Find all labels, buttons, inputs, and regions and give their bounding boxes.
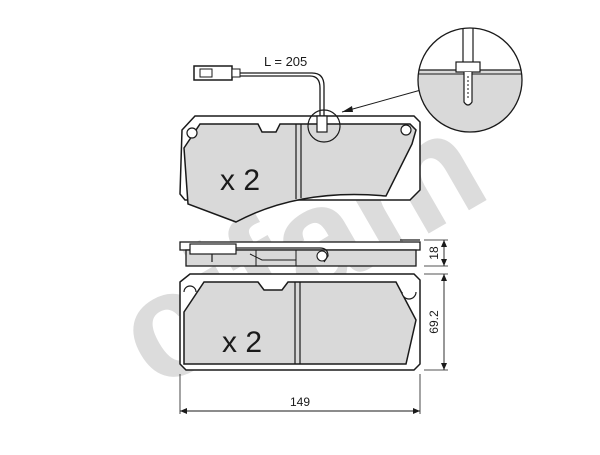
sensor-head	[316, 115, 328, 133]
sensor-connector-collar	[231, 68, 241, 78]
detail-leader-line	[341, 87, 429, 113]
width-dimension: 149	[179, 374, 421, 414]
side-view-pad	[179, 239, 421, 267]
zoom-sensor-clip	[455, 61, 481, 73]
wear-sensor: L = 205	[193, 54, 429, 143]
bottom-right-notch	[401, 291, 417, 300]
height-label: 69.2	[427, 310, 441, 334]
top-friction-material	[183, 123, 417, 223]
side-friction-material	[185, 249, 417, 267]
detail-leader-arrowhead	[342, 106, 353, 112]
bottom-pad-quantity: x 2	[222, 326, 262, 359]
bottom-left-notch	[183, 285, 197, 293]
thickness-dimension: 18	[424, 239, 448, 267]
side-sensor-connector	[189, 243, 237, 255]
width-label: 149	[290, 395, 310, 409]
sensor-wire	[240, 72, 325, 116]
sensor-wire-outline	[240, 75, 321, 116]
thickness-label: 18	[427, 246, 441, 260]
side-sensor-wire	[236, 247, 329, 263]
top-right-mounting-hole	[400, 124, 412, 136]
top-brake-pad: x 2	[179, 115, 421, 223]
sensor-connector-pin	[199, 68, 213, 78]
top-left-mounting-hole	[186, 127, 198, 139]
top-pad-quantity: x 2	[220, 164, 260, 197]
height-dimension: 69.2	[424, 273, 448, 371]
bottom-brake-pad: x 2	[179, 273, 421, 371]
sensor-length-label: L = 205	[264, 54, 307, 69]
zoom-sensor-wire	[462, 28, 474, 65]
sensor-detail-circle	[307, 109, 341, 143]
zoom-detail-frame	[417, 27, 523, 133]
